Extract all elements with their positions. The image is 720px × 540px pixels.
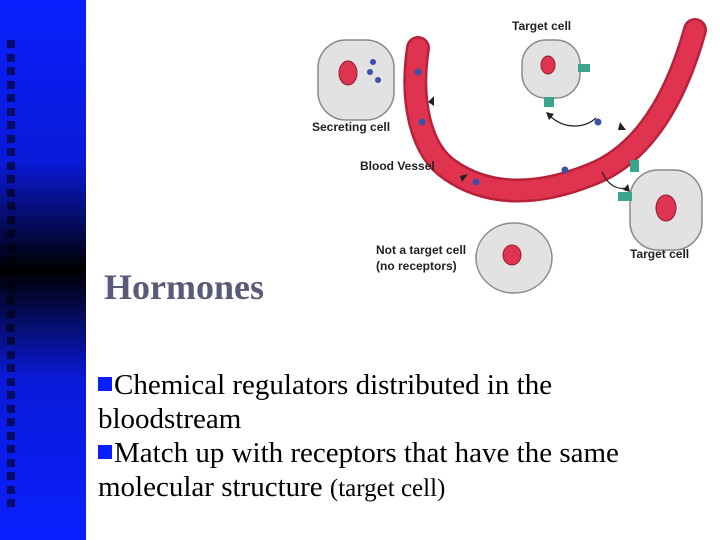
secreting-cell (317, 39, 395, 121)
target-cell-top-label: Target cell (512, 19, 571, 33)
slide-title: Hormones (104, 267, 264, 307)
hormone-molecules (414, 68, 602, 186)
target-cell-right (618, 160, 703, 251)
receptor-icon (630, 160, 639, 172)
bullet-item: Chemical regulators distributed in the b… (98, 369, 553, 435)
hormone-diagram: Secreting cell Target cell Blood Vessel … (312, 18, 707, 294)
bullet-list: Chemical regulators distributed in the b… (98, 368, 698, 506)
target-cell-top (521, 39, 590, 107)
side-bar (0, 0, 86, 540)
non-target-label-1: Not a target cell (376, 243, 466, 257)
side-decoration (4, 40, 18, 520)
non-target-label-2: (no receptors) (376, 259, 457, 273)
blood-vessel-label: Blood Vessel (360, 159, 435, 173)
receptor-icon (544, 97, 554, 107)
bullet-item: Match up with receptors that have the sa… (98, 437, 619, 503)
non-target-cell (475, 222, 553, 294)
bullet-square-icon (98, 445, 112, 459)
curved-arrow (549, 115, 597, 127)
receptor-icon (618, 192, 632, 201)
secreting-cell-label: Secreting cell (312, 120, 390, 134)
target-cell-right-label: Target cell (630, 247, 689, 261)
bullet-square-icon (98, 377, 112, 391)
receptor-icon (578, 64, 590, 72)
